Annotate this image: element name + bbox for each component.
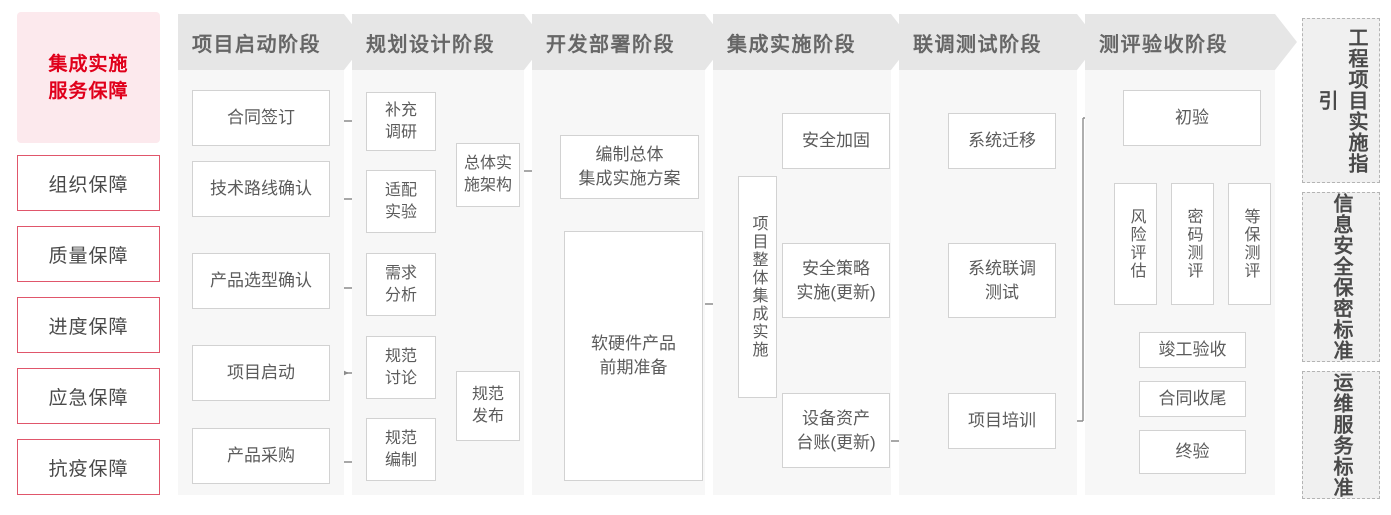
node-label: 规范讨论 [384,347,417,387]
node-label: 项目整体集成实施 [749,215,767,359]
node-label: 规范编制 [384,429,417,469]
node-label: 终验 [1175,442,1210,461]
stage-header-label: 开发部署阶段 [546,33,675,56]
node-adapt-test[interactable]: 适配实验 [366,170,436,233]
node-label: 需求分析 [384,264,417,304]
node-overall-integration[interactable]: 项目整体集成实施 [738,176,777,398]
node-label: 等保测评 [1241,208,1259,280]
node-label: 软硬件产品前期准备 [591,334,676,377]
node-label: 技术路线确认 [210,179,312,198]
stage-header-startup: 项目启动阶段 [178,14,344,70]
node-risk-assess[interactable]: 风险评估 [1114,183,1157,305]
node-contract-sign[interactable]: 合同签订 [192,90,330,146]
node-project-kickoff[interactable]: 项目启动 [192,345,330,401]
stage-header-development: 开发部署阶段 [532,14,705,70]
node-mlps-eval[interactable]: 等保测评 [1228,183,1271,305]
node-project-training[interactable]: 项目培训 [948,393,1056,449]
node-label: 补充调研 [384,101,417,141]
node-label: 规范发布 [471,386,504,425]
standard-label: 运维服务标准 [1330,372,1352,498]
node-spec-release[interactable]: 规范发布 [456,371,520,441]
standard-panel-ops-service[interactable]: 运维服务标准 [1302,371,1380,499]
node-label: 系统联调测试 [968,258,1036,302]
node-label: 安全加固 [802,131,870,150]
node-initial-accept[interactable]: 初验 [1123,90,1261,146]
node-contract-close[interactable]: 合同收尾 [1139,381,1246,417]
node-label: 系统迁移 [968,131,1036,150]
node-extra-research[interactable]: 补充调研 [366,92,436,151]
stage-header-label: 项目启动阶段 [192,33,321,56]
guarantee-item-organization[interactable]: 组织保障 [17,155,160,211]
standard-panel-engineering-guide[interactable]: 工程项目实施指引 [1302,18,1380,183]
guarantee-item-label: 应急保障 [48,387,129,409]
node-completion-accept[interactable]: 竣工验收 [1139,332,1246,368]
guarantee-item-label: 质量保障 [48,245,129,267]
node-label: 项目培训 [968,411,1036,430]
node-label: 适配实验 [384,181,417,221]
guarantee-item-emergency[interactable]: 应急保障 [17,368,160,424]
node-label: 合同签订 [227,108,295,127]
guarantee-title-line-2: 服务保障 [48,80,129,102]
node-label: 风险评估 [1127,208,1145,280]
node-product-purchase[interactable]: 产品采购 [192,428,330,484]
guarantee-item-label: 组织保障 [48,174,129,196]
guarantee-title: 集成实施 服务保障 [17,12,160,143]
node-label: 总体实施架构 [463,155,512,194]
node-final-accept[interactable]: 终验 [1139,430,1246,474]
guarantee-item-label: 抗疫保障 [48,458,129,480]
node-label: 密码测评 [1184,208,1202,280]
guarantee-item-schedule[interactable]: 进度保障 [17,297,160,353]
stage-header-integration: 集成实施阶段 [713,14,891,70]
node-compile-plan[interactable]: 编制总体集成实施方案 [560,135,699,199]
guarantee-title-line-1: 集成实施 [48,53,129,75]
node-label: 初验 [1175,108,1209,127]
node-tech-route[interactable]: 技术路线确认 [192,161,330,217]
node-label: 竣工验收 [1158,340,1227,359]
stage-header-label: 联调测试阶段 [913,33,1042,56]
node-security-policy[interactable]: 安全策略实施(更新) [782,243,890,318]
stage-header-joint-test: 联调测试阶段 [899,14,1077,70]
stage-header-label: 规划设计阶段 [366,33,495,56]
stage-header-label: 集成实施阶段 [727,33,856,56]
node-spec-draft[interactable]: 规范编制 [366,418,436,481]
node-crypto-eval[interactable]: 密码测评 [1171,183,1214,305]
node-label: 编制总体集成实施方案 [578,145,681,188]
node-req-analysis[interactable]: 需求分析 [366,253,436,316]
standard-label: 工程项目实施指引 [1315,27,1367,174]
stage-header-acceptance: 测评验收阶段 [1085,14,1275,70]
stage-chevron-acceptance [1275,14,1297,70]
node-security-harden[interactable]: 安全加固 [782,113,890,169]
node-asset-ledger[interactable]: 设备资产台账(更新) [782,393,890,468]
node-product-select[interactable]: 产品选型确认 [192,253,330,309]
node-label: 产品采购 [227,446,295,465]
node-label: 合同收尾 [1158,389,1227,408]
standard-label: 信息安全保密标准 [1330,193,1352,361]
node-label: 设备资产台账(更新) [796,408,876,452]
node-label: 项目启动 [227,363,295,382]
stage-header-planning: 规划设计阶段 [352,14,524,70]
node-hw-sw-prep[interactable]: 软硬件产品前期准备 [564,231,703,481]
node-system-migration[interactable]: 系统迁移 [948,113,1056,169]
node-label: 产品选型确认 [210,271,312,290]
node-label: 安全策略实施(更新) [796,258,876,302]
guarantee-item-label: 进度保障 [48,316,129,338]
node-overall-arch[interactable]: 总体实施架构 [456,143,520,207]
guarantee-item-quality[interactable]: 质量保障 [17,226,160,282]
guarantee-item-epidemic[interactable]: 抗疫保障 [17,439,160,495]
stage-header-label: 测评验收阶段 [1099,33,1228,56]
node-joint-debug-test[interactable]: 系统联调测试 [948,243,1056,318]
standard-panel-information-security[interactable]: 信息安全保密标准 [1302,192,1380,362]
node-spec-discuss[interactable]: 规范讨论 [366,336,436,399]
